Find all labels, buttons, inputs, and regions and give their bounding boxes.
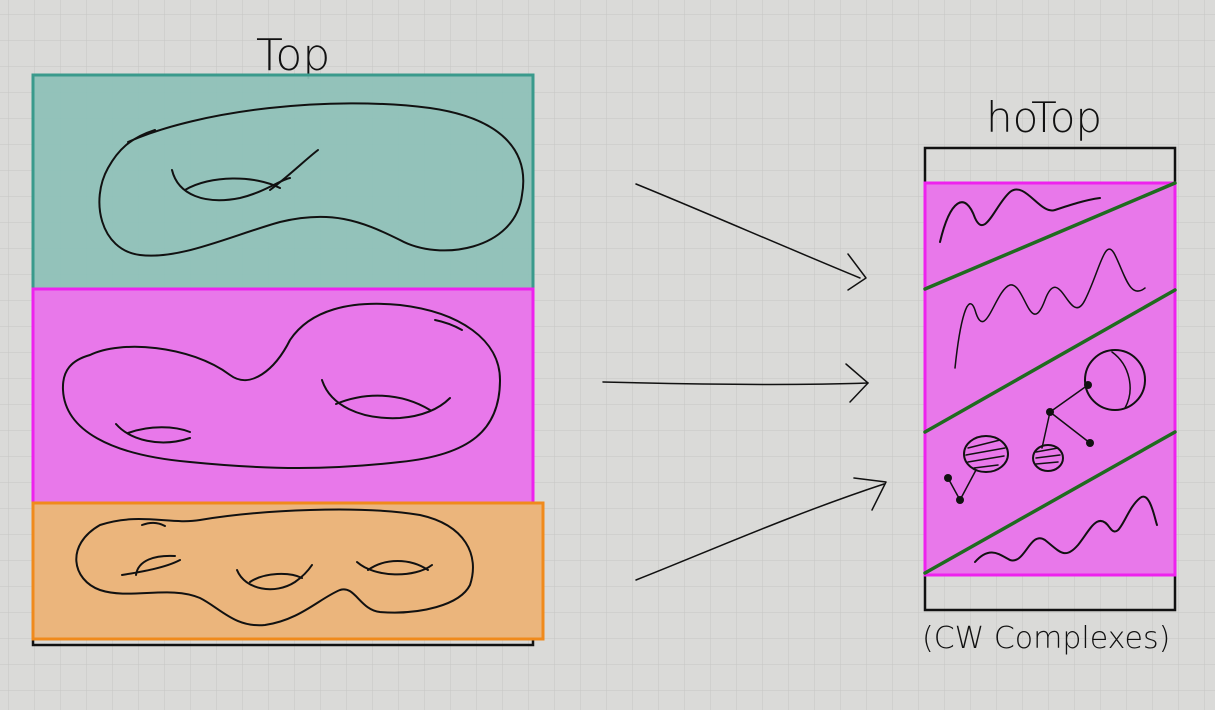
squiggle-1 (939, 188, 1101, 243)
arrow-top (635, 183, 867, 291)
squiggle-3 (974, 495, 1158, 563)
divider-3 (923, 430, 1177, 575)
right-title: hoTop (986, 93, 1102, 142)
torus-genus-3 (75, 508, 474, 627)
cw-complex-sketch (944, 349, 1146, 504)
torus-genus-2 (61, 302, 501, 469)
divider-2 (923, 288, 1177, 434)
orange-region (31, 501, 545, 641)
hotop-magenta-region (923, 181, 1177, 577)
left-title: Top (256, 30, 330, 81)
divider-1 (923, 181, 1177, 291)
green-dividers (923, 181, 1177, 575)
right-caption: (CW Complexes) (922, 621, 1170, 656)
squiggle-2 (954, 248, 1146, 369)
arrow-bottom (635, 477, 887, 581)
arrow-middle (602, 363, 869, 403)
torus-genus-1 (98, 102, 525, 257)
